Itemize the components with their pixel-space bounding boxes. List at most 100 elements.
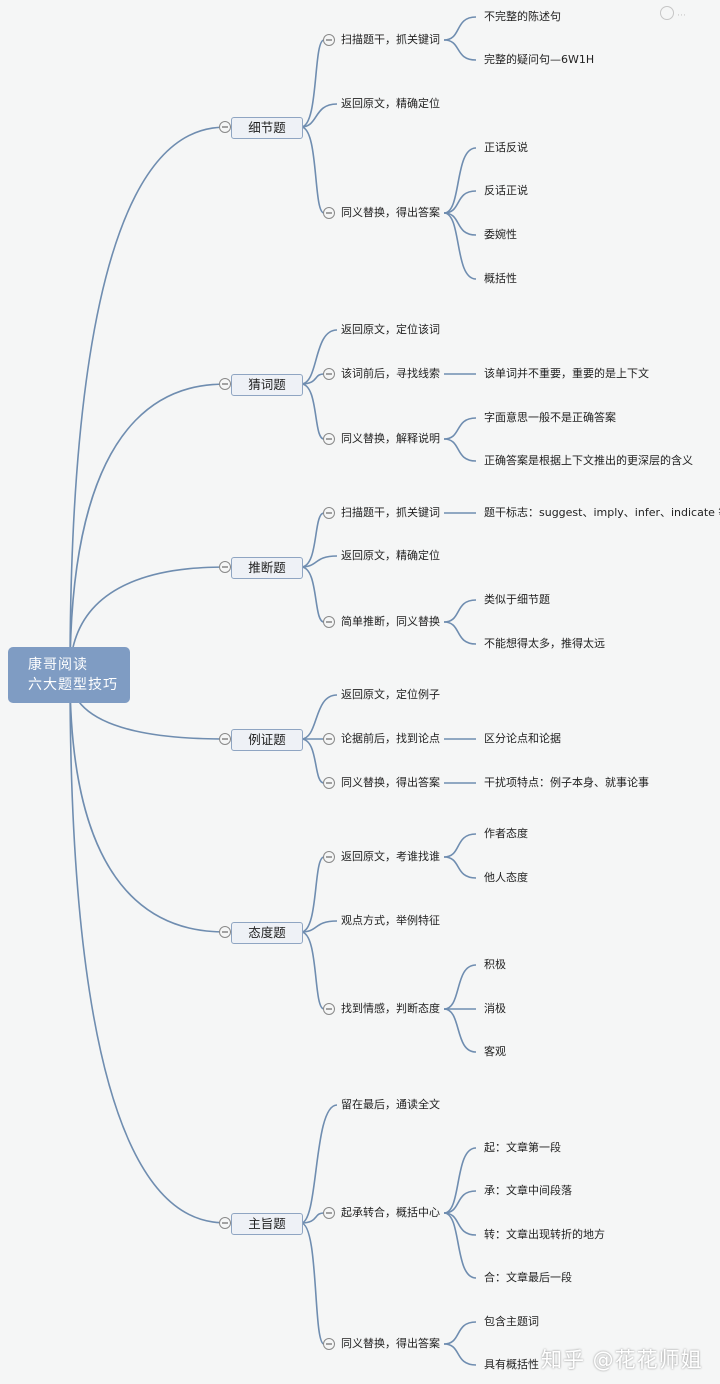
collapse-toggle-icon[interactable]: [323, 851, 335, 863]
edge-topic-to-subtopic: [300, 329, 338, 385]
subtopic-node[interactable]: 留在最后，通读全文: [341, 1098, 440, 1111]
edge-subtopic-to-leaf: [443, 599, 477, 623]
edge-root-to-topic: [69, 674, 232, 1224]
leaf-node[interactable]: 正话反说: [484, 141, 528, 154]
leaf-node[interactable]: 积极: [484, 958, 506, 971]
edge-topic-to-subtopic: [300, 383, 325, 440]
edge-topic-to-subtopic: [300, 1222, 325, 1345]
collapse-toggle-icon[interactable]: [219, 561, 231, 573]
logo-icon: [660, 6, 674, 20]
edge-subtopic-to-leaf: [443, 212, 477, 280]
edge-topic-to-subtopic: [300, 512, 325, 568]
subtopic-node[interactable]: 返回原文，考谁找谁: [341, 850, 440, 863]
subtopic-node[interactable]: 论据前后，找到论点: [341, 732, 440, 745]
edge-topic-to-subtopic: [300, 1212, 325, 1224]
topic-node[interactable]: 细节题: [231, 117, 303, 139]
leaf-node[interactable]: 不能想得太多，推得太远: [484, 637, 605, 650]
leaf-node[interactable]: 起：文章第一段: [484, 1141, 561, 1154]
topic-node[interactable]: 例证题: [231, 729, 303, 751]
edge-topic-to-subtopic: [300, 39, 325, 128]
subtopic-node[interactable]: 扫描题干，抓关键词: [341, 33, 440, 46]
edge-subtopic-to-leaf: [443, 621, 477, 645]
topic-node[interactable]: 态度题: [231, 922, 303, 944]
subtopic-node[interactable]: 该词前后，寻找线索: [341, 367, 440, 380]
edge-topic-to-subtopic: [300, 1104, 338, 1224]
subtopic-node[interactable]: 返回原文，定位该词: [341, 323, 440, 336]
collapse-toggle-icon[interactable]: [323, 1207, 335, 1219]
collapse-toggle-icon[interactable]: [323, 733, 335, 745]
edge-subtopic-to-leaf: [443, 1212, 477, 1236]
leaf-node[interactable]: 他人态度: [484, 871, 528, 884]
leaf-node[interactable]: 不完整的陈述句: [484, 10, 561, 23]
leaf-node[interactable]: 字面意思一般不是正确答案: [484, 411, 616, 424]
subtopic-node[interactable]: 观点方式，举例特征: [341, 914, 440, 927]
collapse-toggle-icon[interactable]: [323, 207, 335, 219]
leaf-node[interactable]: 干扰项特点：例子本身、就事论事: [484, 776, 649, 789]
subtopic-node[interactable]: 同义替换，得出答案: [341, 1337, 440, 1350]
edge-topic-to-subtopic: [300, 931, 325, 1010]
topic-node[interactable]: 猜词题: [231, 374, 303, 396]
collapse-toggle-icon[interactable]: [219, 378, 231, 390]
leaf-node[interactable]: 客观: [484, 1045, 506, 1058]
collapse-toggle-icon[interactable]: [323, 507, 335, 519]
subtopic-node[interactable]: 同义替换，得出答案: [341, 206, 440, 219]
edge-subtopic-to-leaf: [443, 417, 477, 440]
collapse-toggle-icon[interactable]: [323, 616, 335, 628]
leaf-node[interactable]: 具有概括性: [484, 1358, 539, 1371]
subtopic-node[interactable]: 找到情感，判断态度: [341, 1002, 440, 1015]
edge-topic-to-subtopic: [300, 920, 338, 933]
edge-root-to-topic: [69, 126, 232, 676]
leaf-node[interactable]: 区分论点和论据: [484, 732, 561, 745]
subtopic-node[interactable]: 起承转合，概括中心: [341, 1206, 440, 1219]
leaf-node[interactable]: 委婉性: [484, 228, 517, 241]
leaf-node[interactable]: 转：文章出现转折的地方: [484, 1228, 605, 1241]
edge-root-to-topic: [69, 383, 232, 676]
corner-logo: …: [660, 6, 686, 20]
leaf-node[interactable]: 反话正说: [484, 184, 528, 197]
edge-topic-to-subtopic: [300, 856, 325, 933]
collapse-toggle-icon[interactable]: [219, 926, 231, 938]
collapse-toggle-icon[interactable]: [323, 433, 335, 445]
leaf-node[interactable]: 类似于细节题: [484, 593, 550, 606]
edge-subtopic-to-leaf: [443, 1190, 477, 1214]
subtopic-node[interactable]: 扫描题干，抓关键词: [341, 506, 440, 519]
collapse-toggle-icon[interactable]: [323, 1338, 335, 1350]
edge-subtopic-to-leaf: [443, 190, 477, 214]
root-title-line1: 康哥阅读: [28, 657, 88, 673]
edge-subtopic-to-leaf: [443, 964, 477, 1010]
collapse-toggle-icon[interactable]: [323, 777, 335, 789]
edge-topic-to-subtopic: [300, 566, 325, 623]
subtopic-node[interactable]: 同义替换，解释说明: [341, 432, 440, 445]
collapse-toggle-icon[interactable]: [219, 121, 231, 133]
subtopic-node[interactable]: 同义替换，得出答案: [341, 776, 440, 789]
collapse-toggle-icon[interactable]: [323, 1003, 335, 1015]
edge-subtopic-to-leaf: [443, 856, 477, 879]
root-node[interactable]: 康哥阅读 六大题型技巧: [8, 647, 130, 703]
leaf-node[interactable]: 包含主题词: [484, 1315, 539, 1328]
topic-node[interactable]: 主旨题: [231, 1213, 303, 1235]
leaf-node[interactable]: 完整的疑问句—6W1H: [484, 53, 595, 66]
edge-topic-to-subtopic: [300, 738, 325, 784]
leaf-node[interactable]: 该单词并不重要，重要的是上下文: [484, 367, 649, 380]
edge-subtopic-to-leaf: [443, 39, 477, 61]
leaf-node[interactable]: 题干标志：suggest、imply、infer、indicate 等: [484, 506, 720, 519]
edge-topic-to-subtopic: [300, 555, 338, 568]
collapse-toggle-icon[interactable]: [219, 1217, 231, 1229]
subtopic-node[interactable]: 返回原文，精确定位: [341, 97, 440, 110]
leaf-node[interactable]: 正确答案是根据上下文推出的更深层的含义: [484, 454, 693, 467]
leaf-node[interactable]: 消极: [484, 1002, 506, 1015]
leaf-node[interactable]: 概括性: [484, 272, 517, 285]
edge-subtopic-to-leaf: [443, 1147, 477, 1214]
topic-node[interactable]: 推断题: [231, 557, 303, 579]
subtopic-node[interactable]: 返回原文，定位例子: [341, 688, 440, 701]
subtopic-node[interactable]: 简单推断，同义替换: [341, 615, 440, 628]
collapse-toggle-icon[interactable]: [323, 368, 335, 380]
edge-subtopic-to-leaf: [443, 1212, 477, 1279]
collapse-toggle-icon[interactable]: [219, 733, 231, 745]
edge-subtopic-to-leaf: [443, 1343, 477, 1366]
leaf-node[interactable]: 作者态度: [484, 827, 528, 840]
leaf-node[interactable]: 合：文章最后一段: [484, 1271, 572, 1284]
subtopic-node[interactable]: 返回原文，精确定位: [341, 549, 440, 562]
collapse-toggle-icon[interactable]: [323, 34, 335, 46]
leaf-node[interactable]: 承：文章中间段落: [484, 1184, 572, 1197]
